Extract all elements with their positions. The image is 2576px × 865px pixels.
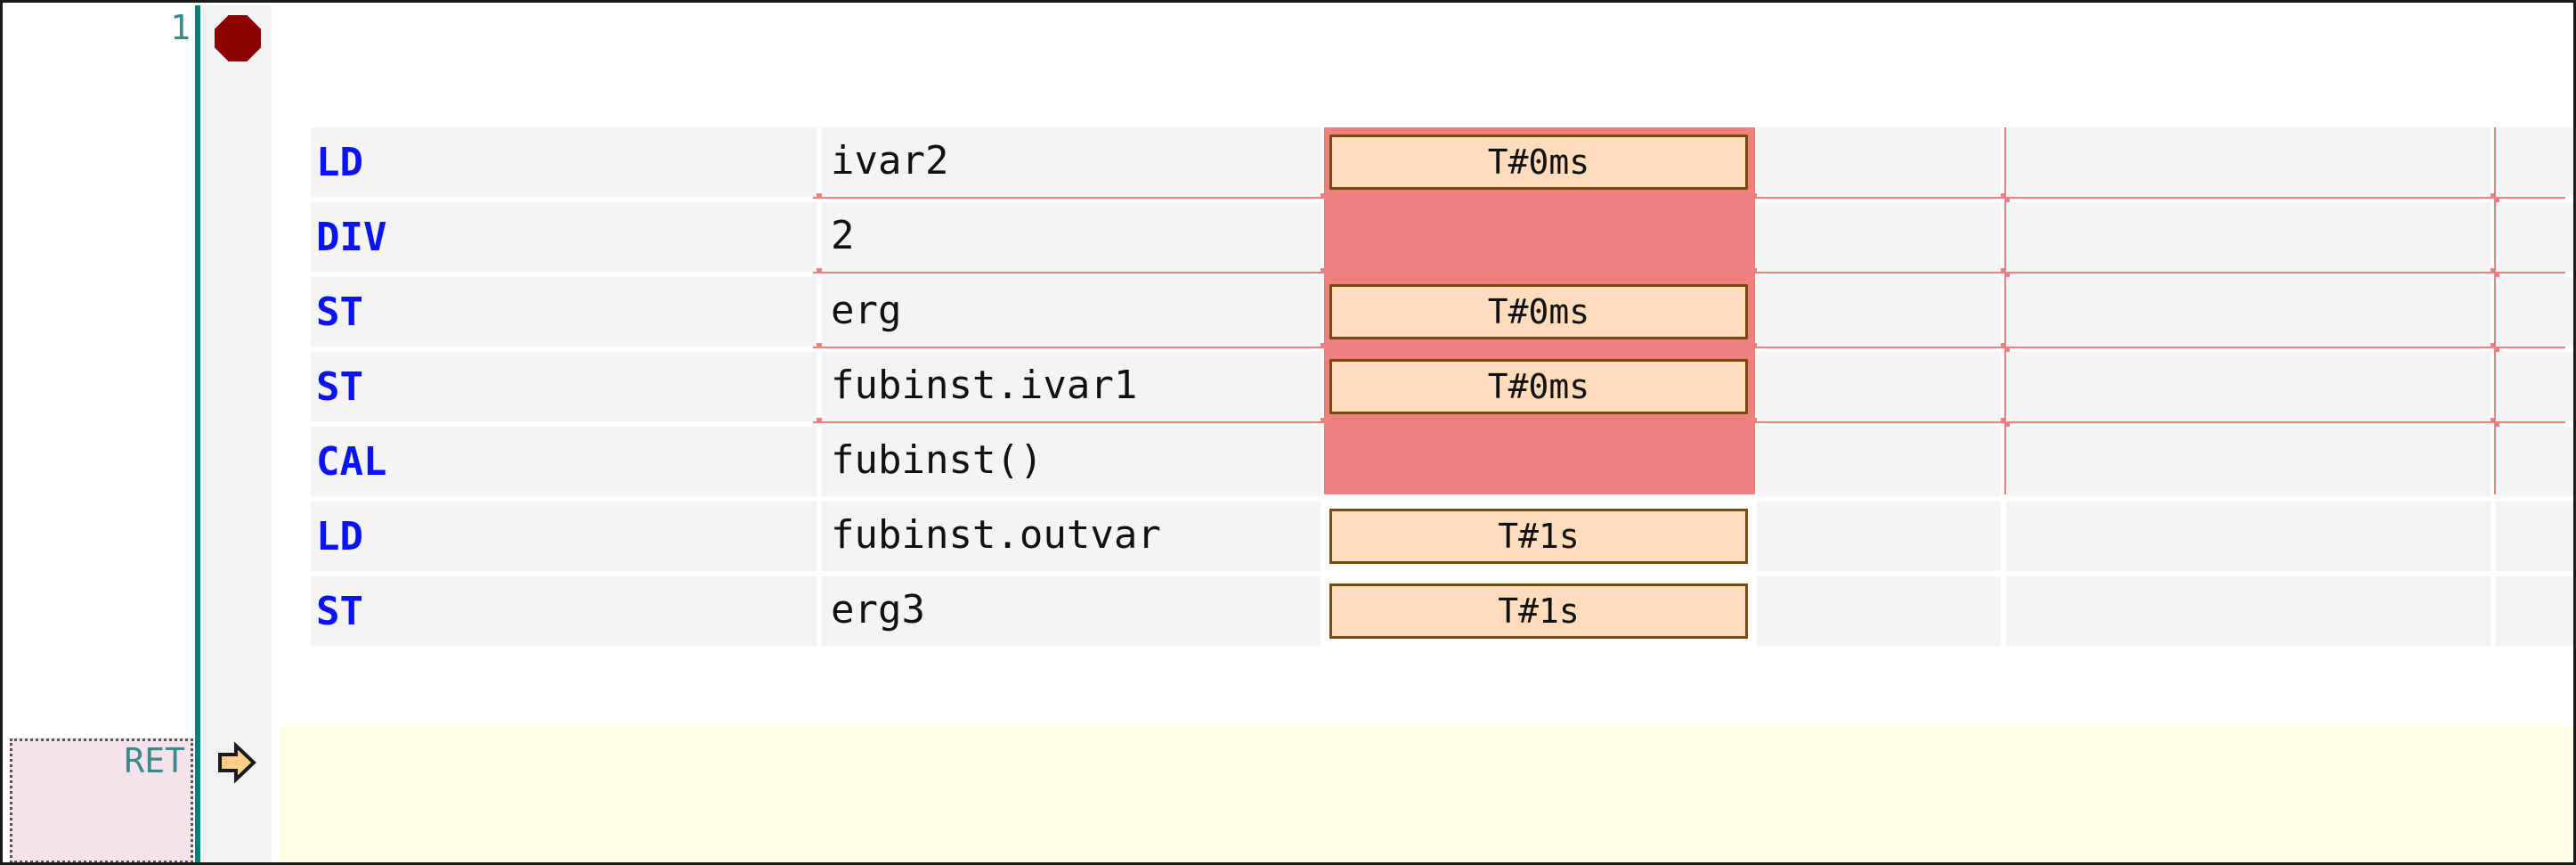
operand-cell[interactable]: ivar2 bbox=[822, 127, 1321, 197]
empty-cell bbox=[2006, 127, 2491, 197]
operand-cell[interactable]: erg bbox=[822, 277, 1321, 347]
empty-cell bbox=[1757, 502, 2001, 571]
table-row[interactable]: ST erg3 T#1s bbox=[311, 576, 2573, 646]
operator: ST bbox=[316, 290, 363, 335]
value-cell: T#0ms bbox=[1324, 352, 1751, 421]
table-row[interactable]: CAL fubinst() bbox=[311, 427, 2573, 496]
operator: LD bbox=[316, 514, 363, 559]
empty-cell bbox=[2496, 127, 2573, 197]
table-row[interactable]: LD fubinst.outvar T#1s bbox=[311, 502, 2573, 571]
arrow-right-icon bbox=[218, 742, 256, 783]
value-cell: T#0ms bbox=[1324, 277, 1751, 347]
value-cell: T#1s bbox=[1324, 576, 1751, 646]
value-cell: T#0ms bbox=[1324, 127, 1751, 197]
operator-cell[interactable]: ST bbox=[311, 277, 817, 347]
monitor-value-box[interactable]: T#1s bbox=[1329, 583, 1748, 639]
empty-cell bbox=[2496, 427, 2573, 496]
operand-cell[interactable]: fubinst.ivar1 bbox=[822, 352, 1321, 421]
table-row[interactable]: ST fubinst.ivar1 T#0ms bbox=[311, 352, 2573, 421]
table-row[interactable]: LD ivar2 T#0ms bbox=[311, 127, 2573, 197]
empty-cell bbox=[2006, 427, 2491, 496]
operator-cell[interactable]: ST bbox=[311, 352, 817, 421]
empty-cell bbox=[2006, 352, 2491, 421]
monitor-value-box[interactable]: T#0ms bbox=[1329, 359, 1748, 414]
operator-cell[interactable]: LD bbox=[311, 502, 817, 571]
operator-cell[interactable]: LD bbox=[311, 127, 817, 197]
table-row[interactable]: ST erg T#0ms bbox=[311, 277, 2573, 347]
operand: fubinst.ivar1 bbox=[831, 363, 1138, 408]
value-cell bbox=[1324, 427, 1751, 496]
table-row[interactable]: DIV 2 bbox=[311, 202, 2573, 272]
operator-cell[interactable]: ST bbox=[311, 576, 817, 646]
highlight-line bbox=[813, 268, 2565, 273]
highlight-line bbox=[813, 343, 2565, 348]
line-number: 1 bbox=[170, 8, 191, 47]
empty-cell bbox=[2496, 352, 2573, 421]
ret-label: RET bbox=[124, 741, 185, 780]
ret-line-marker[interactable]: RET bbox=[10, 739, 193, 862]
monitor-value-box[interactable]: T#0ms bbox=[1329, 284, 1748, 339]
operand-cell[interactable]: 2 bbox=[822, 202, 1321, 272]
operator: DIV bbox=[316, 215, 387, 260]
line-number-gutter bbox=[5, 5, 194, 862]
empty-cell bbox=[1757, 202, 2001, 272]
operand-cell[interactable]: fubinst() bbox=[822, 427, 1321, 496]
operator-cell[interactable]: CAL bbox=[311, 427, 817, 496]
operator: ST bbox=[316, 589, 363, 634]
operand: fubinst() bbox=[831, 437, 1044, 483]
ret-line-area[interactable] bbox=[280, 726, 2573, 862]
empty-cell bbox=[2496, 576, 2573, 646]
empty-cell bbox=[1757, 352, 2001, 421]
gutter-divider bbox=[195, 5, 200, 862]
empty-cell bbox=[2006, 576, 2491, 646]
empty-cell bbox=[2006, 202, 2491, 272]
empty-cell bbox=[1757, 576, 2001, 646]
empty-cell bbox=[2496, 502, 2573, 571]
breakpoint-gutter[interactable] bbox=[200, 5, 272, 862]
operand: ivar2 bbox=[831, 138, 949, 184]
empty-cell bbox=[2496, 202, 2573, 272]
operand-cell[interactable]: erg3 bbox=[822, 576, 1321, 646]
operator-cell[interactable]: DIV bbox=[311, 202, 817, 272]
operand: erg3 bbox=[831, 587, 925, 632]
operator: ST bbox=[316, 364, 363, 410]
empty-cell bbox=[1757, 427, 2001, 496]
operand: 2 bbox=[831, 213, 855, 258]
monitor-value-box[interactable]: T#1s bbox=[1329, 509, 1748, 564]
operand: erg bbox=[831, 288, 902, 333]
highlight-line bbox=[813, 193, 2565, 199]
empty-cell bbox=[1757, 277, 2001, 347]
operand-cell[interactable]: fubinst.outvar bbox=[822, 502, 1321, 571]
operator: CAL bbox=[316, 439, 387, 485]
empty-cell bbox=[2006, 502, 2491, 571]
empty-cell bbox=[2496, 277, 2573, 347]
value-cell bbox=[1324, 202, 1751, 272]
highlight-line bbox=[813, 418, 2565, 423]
breakpoint-stop-icon[interactable] bbox=[215, 15, 261, 61]
value-cell: T#1s bbox=[1324, 502, 1751, 571]
operand: fubinst.outvar bbox=[831, 512, 1161, 558]
operator: LD bbox=[316, 140, 363, 185]
empty-cell bbox=[2006, 277, 2491, 347]
empty-cell bbox=[1757, 127, 2001, 197]
monitor-value-box[interactable]: T#0ms bbox=[1329, 135, 1748, 190]
